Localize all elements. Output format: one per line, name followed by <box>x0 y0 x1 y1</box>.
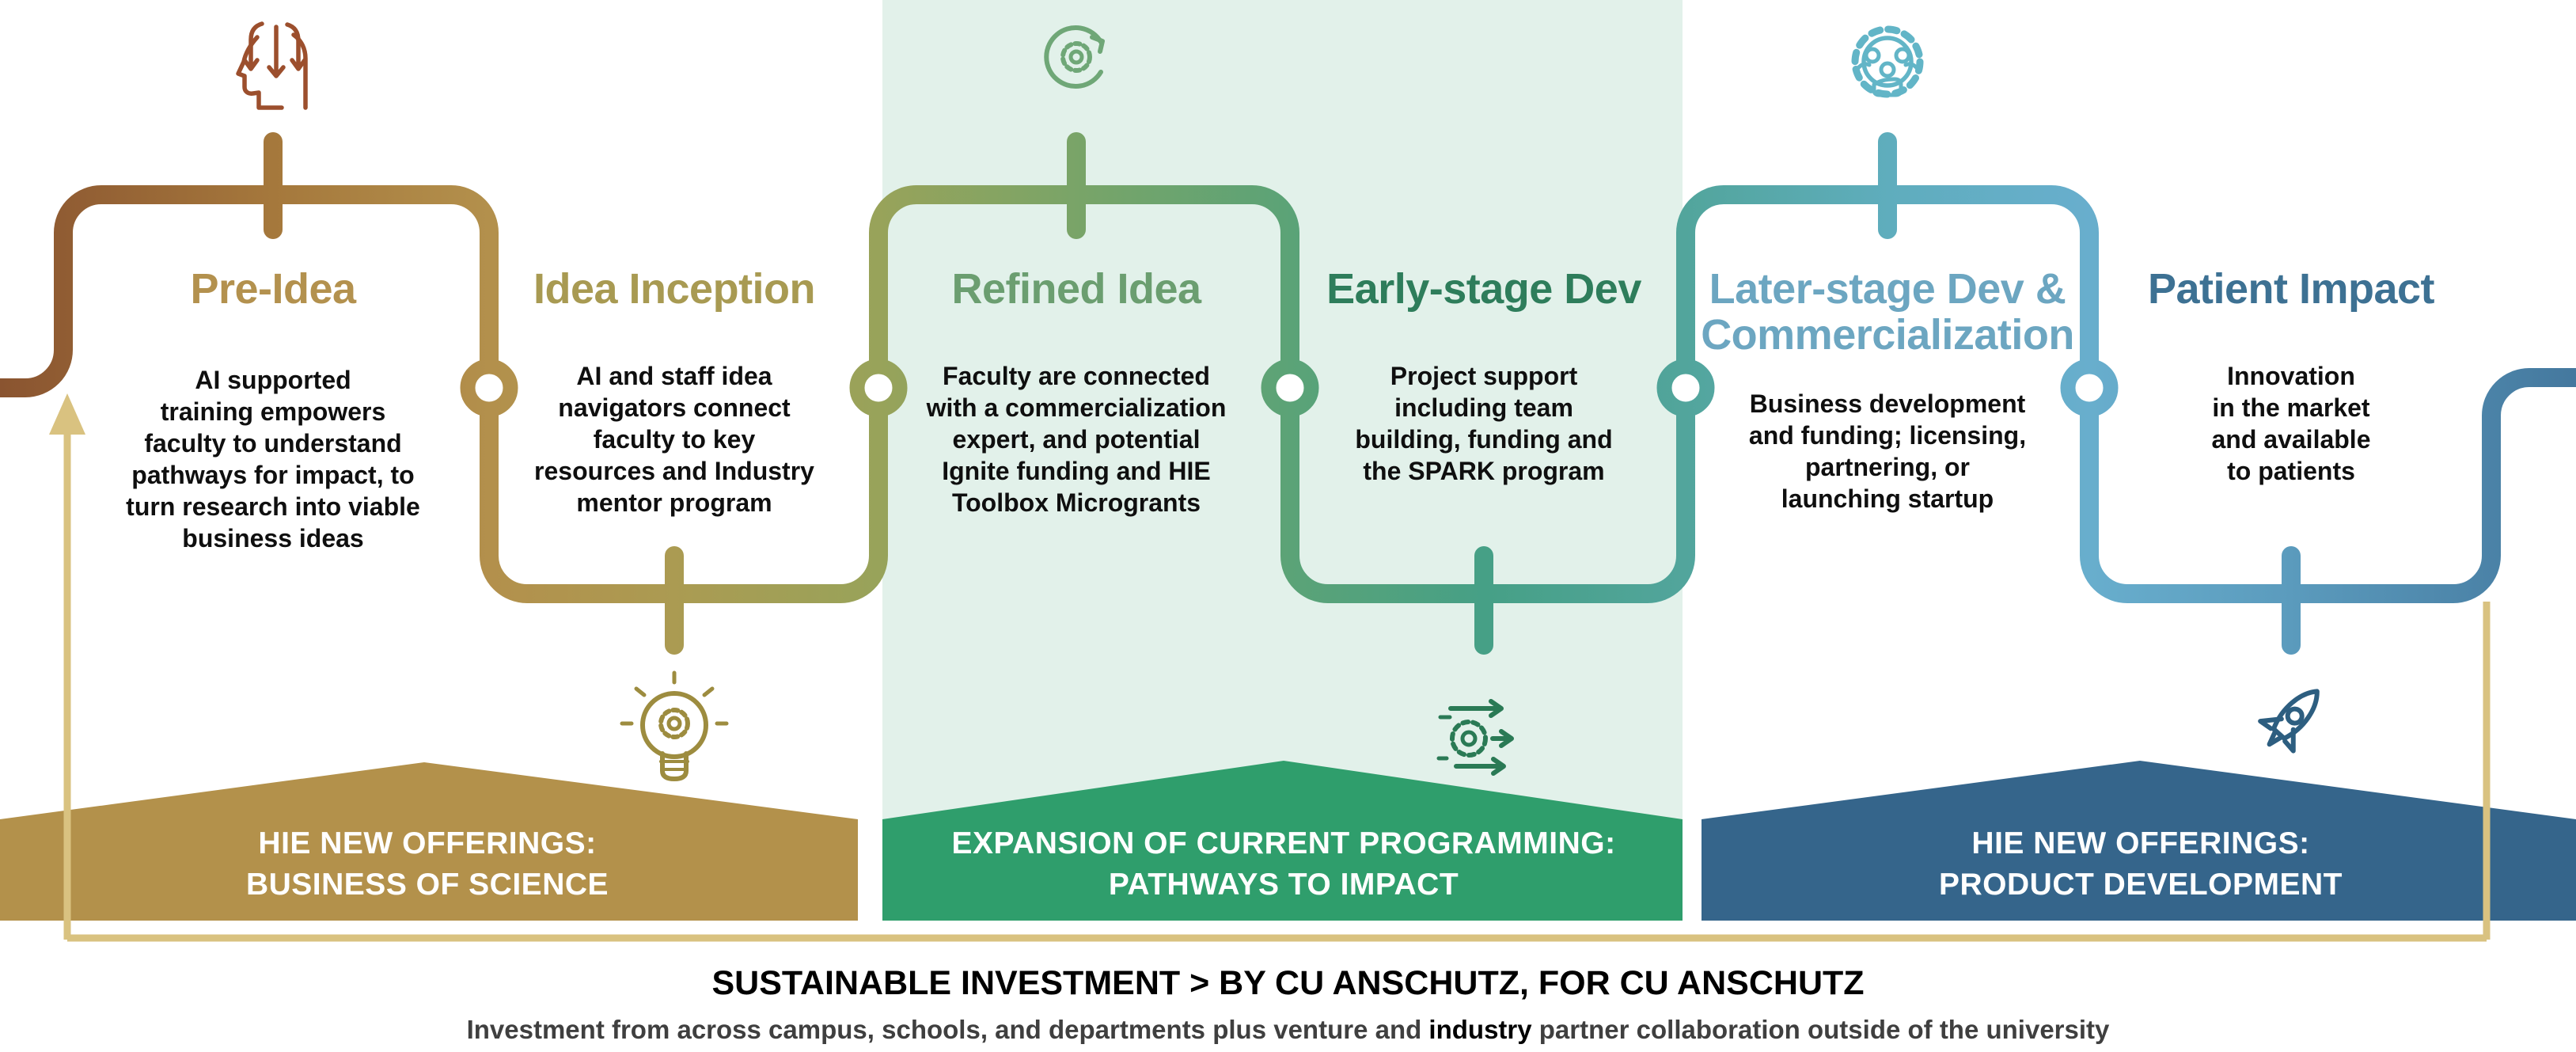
footer-subline-highlight: industry <box>1428 1015 1532 1044</box>
stage-title-pre-idea: Pre-Idea <box>190 265 356 313</box>
banner-label-product-development: HIE NEW OFFERINGS: PRODUCT DEVELOPMENT <box>1938 826 2343 902</box>
banner-pathways-to-impact-shape <box>882 761 1683 921</box>
pathway-nodes <box>460 359 2119 417</box>
node-circle <box>1261 359 1319 417</box>
stage-desc-pre-idea: AI supported training empowers faculty t… <box>126 366 420 553</box>
lightbulb-gear-icon <box>620 670 729 782</box>
stage-title-patient-impact: Patient Impact <box>2147 265 2435 313</box>
footer-headline: SUSTAINABLE INVESTMENT > BY CU ANSCHUTZ,… <box>711 964 1865 1002</box>
arrow-up-head <box>49 393 85 435</box>
pathway-ticks <box>264 132 2301 655</box>
banner-product-development-shape <box>1702 761 2576 921</box>
banner-label-pathways-to-impact: EXPANSION OF CURRENT PROGRAMMING: PATHWA… <box>951 826 1616 902</box>
process-arrows-gear-icon <box>1436 699 1514 776</box>
rocket-icon <box>2258 689 2320 754</box>
banner-business-of-science-shape <box>0 762 858 921</box>
node-circle <box>849 359 908 417</box>
footer-subline-suffix: partner collaboration outside of the uni… <box>1531 1015 2110 1044</box>
stage-title-idea-inception: Idea Inception <box>533 265 816 313</box>
node-circle <box>2060 359 2119 417</box>
gear-team-icon <box>1851 25 1924 98</box>
cycle-gear-icon <box>1044 25 1105 89</box>
stage-desc-patient-impact: Innovation in the market and available t… <box>2211 362 2371 485</box>
stage-desc-later-stage-dev: Business development and funding; licens… <box>1748 389 2027 513</box>
banner-label-business-of-science: HIE NEW OFFERINGS: BUSINESS OF SCIENCE <box>245 826 609 902</box>
stage-desc-refined-idea: Faculty are connected with a commerciali… <box>926 362 1227 517</box>
head-arrows-icon <box>236 21 308 110</box>
stage-title-later-stage-dev: Later-stage Dev & Commercialization <box>1701 265 2074 359</box>
stage-title-refined-idea: Refined Idea <box>951 265 1201 313</box>
stage-desc-idea-inception: AI and staff idea navigators connect fac… <box>534 362 814 517</box>
node-circle <box>460 359 518 417</box>
stage-desc-early-stage-dev: Project support including team building,… <box>1355 362 1613 485</box>
footer-subline-prefix: Investment from across campus, schools, … <box>466 1015 1429 1044</box>
stage-title-early-stage-dev: Early-stage Dev <box>1326 265 1641 313</box>
sustainable-investment-arrow <box>49 393 2491 942</box>
node-circle <box>1656 359 1715 417</box>
footer-subline: Investment from across campus, schools, … <box>0 1015 2576 1045</box>
